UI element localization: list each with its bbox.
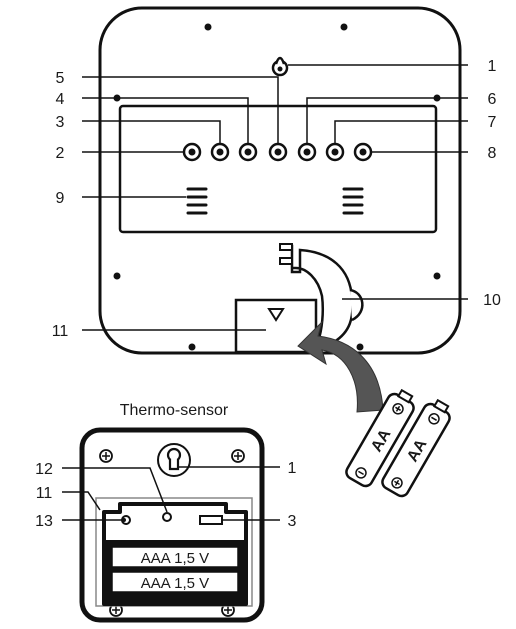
panel-button-7 bbox=[325, 142, 345, 162]
main-callouts bbox=[82, 64, 468, 331]
screw-icon bbox=[231, 449, 245, 463]
callout-1: 1 bbox=[488, 58, 497, 75]
callout-9: 9 bbox=[56, 190, 65, 207]
sensor-callout-1: 1 bbox=[288, 460, 297, 477]
panel-button-2 bbox=[182, 142, 202, 162]
panel-buttons bbox=[182, 142, 373, 162]
panel-button-3 bbox=[210, 142, 230, 162]
keyhole-icon bbox=[157, 443, 191, 477]
panel-button-5 bbox=[268, 142, 288, 162]
aaa-battery-2-label: AAA 1,5 V bbox=[141, 575, 209, 592]
stand bbox=[279, 243, 364, 344]
channel-switch bbox=[199, 515, 223, 525]
panel-button-8 bbox=[353, 142, 373, 162]
panel-button-4 bbox=[238, 142, 258, 162]
callout-3: 3 bbox=[56, 114, 65, 131]
callout-11: 11 bbox=[52, 323, 69, 340]
panel-button-6 bbox=[297, 142, 317, 162]
aa-battery-2: AA bbox=[381, 398, 451, 498]
screw-dot bbox=[113, 272, 121, 280]
sensor-callouts bbox=[62, 466, 280, 521]
aaa-battery-2: AAA 1,5 V bbox=[111, 571, 244, 593]
callout-7: 7 bbox=[488, 114, 497, 131]
main-unit: AA AA bbox=[98, 6, 462, 498]
reset-button bbox=[162, 512, 172, 522]
main-unit-screw-dots bbox=[113, 23, 441, 351]
sensor-callout-numbers: 1 12 11 13 3 bbox=[35, 460, 296, 530]
screw-icon bbox=[99, 449, 113, 463]
hanging-hole-icon bbox=[271, 56, 289, 77]
sensor-callout-11: 11 bbox=[36, 485, 53, 502]
callout-2: 2 bbox=[56, 145, 65, 162]
screw-dot bbox=[433, 272, 441, 280]
sensor-callout-3: 3 bbox=[288, 513, 297, 530]
aaa-battery-1: AAA 1,5 V bbox=[104, 546, 239, 568]
screw-dot bbox=[204, 23, 212, 31]
callout-8: 8 bbox=[488, 145, 497, 162]
callout-10: 10 bbox=[483, 292, 501, 309]
callout-4: 4 bbox=[56, 91, 65, 108]
sensor-callout-12: 12 bbox=[35, 461, 53, 478]
thermo-sensor: AAA 1,5 V AAA 1,5 V bbox=[79, 427, 265, 623]
main-callout-numbers: 1 5 4 6 3 7 2 8 9 10 11 bbox=[52, 58, 501, 340]
screw-dot bbox=[340, 23, 348, 31]
sensor-screws bbox=[99, 449, 245, 617]
callout-5: 5 bbox=[56, 70, 65, 87]
sensor-battery-cover bbox=[95, 497, 253, 607]
sensor-callout-13: 13 bbox=[35, 513, 53, 530]
sensor-caption: Thermo-sensor bbox=[120, 402, 229, 419]
insert-arrow-icon bbox=[297, 320, 384, 413]
speaker-grille-left bbox=[186, 187, 208, 215]
screw-dot bbox=[356, 343, 364, 351]
aa-battery-1: AA bbox=[345, 388, 415, 488]
led-indicator bbox=[121, 515, 131, 525]
screw-dot bbox=[188, 343, 196, 351]
callout-6: 6 bbox=[488, 91, 497, 108]
aaa-battery-1-label: AAA 1,5 V bbox=[141, 550, 209, 567]
arrow-down-icon bbox=[267, 308, 285, 322]
speaker-grille-right bbox=[342, 187, 364, 215]
